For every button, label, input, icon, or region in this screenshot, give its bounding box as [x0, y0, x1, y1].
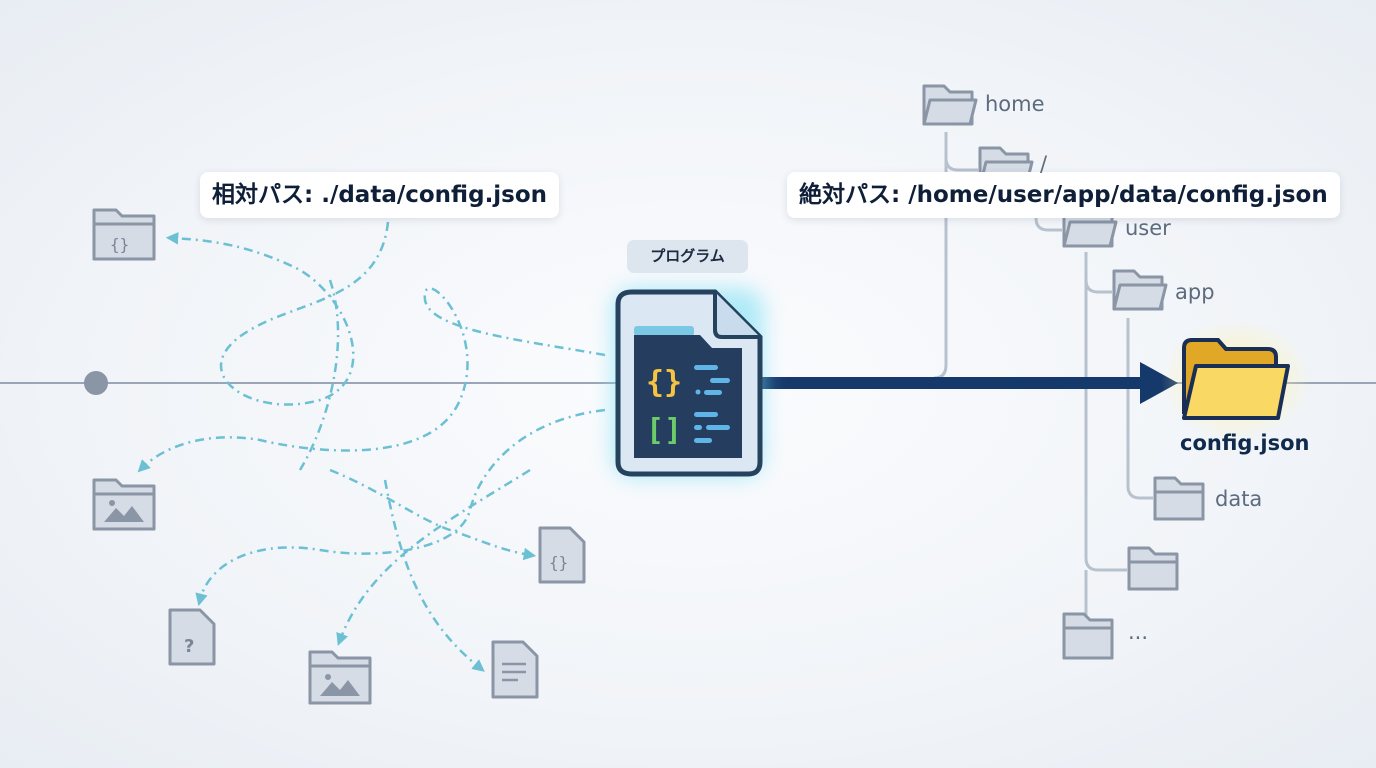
- tree-label-app: app: [1175, 280, 1215, 304]
- dash-path-2: [137, 287, 606, 473]
- svg-text:{}: {}: [646, 365, 682, 400]
- dash-path-1: [165, 221, 390, 406]
- dash-path-5: [336, 468, 531, 646]
- svg-text:{}: {}: [549, 553, 568, 572]
- dash-path-4: [329, 468, 537, 561]
- svg-text:{}: {}: [110, 235, 129, 254]
- json-file-icon: {}: [538, 526, 586, 584]
- absolute-arrow-head: [1140, 362, 1178, 404]
- candidate-files: {} ? {}: [92, 208, 586, 705]
- program-label: プログラム: [627, 240, 748, 273]
- image-folder-icon-2: [308, 650, 372, 705]
- folder-unnamed-icon: [1127, 546, 1179, 591]
- folder-home-icon: [922, 84, 978, 126]
- config-folder-icon: [1161, 320, 1311, 440]
- svg-text:?: ?: [184, 636, 194, 657]
- tree-label-more: ...: [1128, 620, 1149, 644]
- absolute-path-label: 絶対パス: /home/user/app/data/config.json: [787, 172, 1340, 218]
- svg-text:[]: []: [646, 413, 682, 448]
- relative-path-label: 相対パス: ./data/config.json: [200, 172, 560, 218]
- relative-search-paths: [137, 221, 606, 672]
- folder-more-icon: [1062, 612, 1114, 660]
- unknown-file-icon: ?: [168, 608, 216, 666]
- config-file-label: config.json: [1180, 431, 1310, 455]
- tree-label-user: user: [1125, 216, 1171, 240]
- tree-label-data: data: [1215, 487, 1263, 511]
- text-file-icon: [491, 640, 539, 699]
- dash-path-7: [298, 279, 340, 471]
- folder-data-icon: [1153, 476, 1205, 521]
- origin-dot: [84, 371, 108, 395]
- json-folder-icon: {}: [92, 208, 156, 261]
- dash-path-3: [195, 408, 606, 607]
- folder-app-icon: [1112, 269, 1168, 311]
- tree-label-home: home: [985, 92, 1045, 116]
- tree-label-root: /: [1040, 152, 1048, 176]
- program-file-icon: {} []: [612, 288, 764, 478]
- dash-path-6: [383, 479, 485, 672]
- image-folder-icon: [92, 478, 156, 531]
